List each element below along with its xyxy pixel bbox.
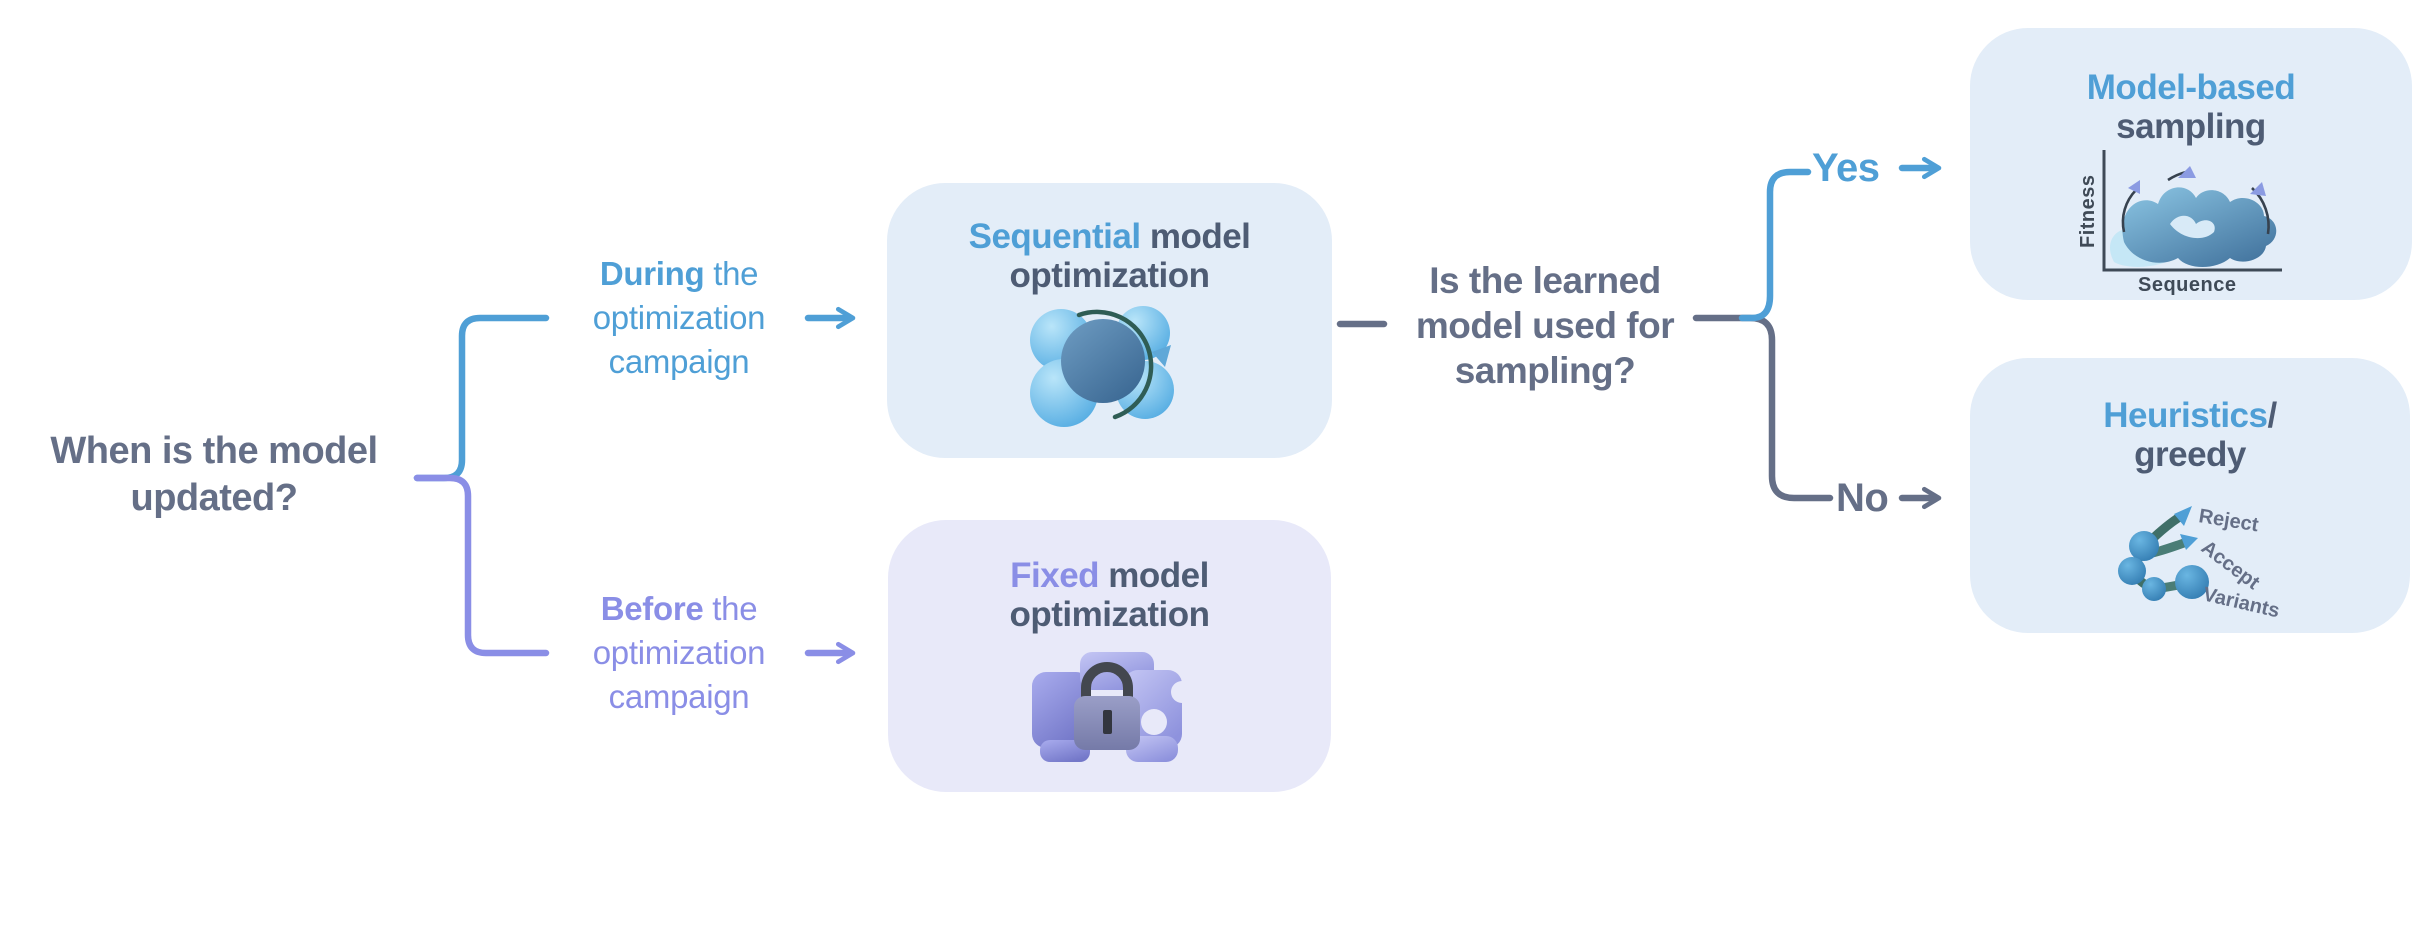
sequential-title: Sequential model optimization	[887, 217, 1332, 295]
before-accent: Before	[600, 590, 704, 627]
heuristics-title-accent: Heuristics	[2103, 396, 2268, 435]
model-based-title: Model-based sampling	[1970, 68, 2412, 146]
before-rest: the	[703, 590, 758, 627]
variants-label: Variants	[2201, 583, 2282, 622]
decision-line1: Is the learned	[1429, 260, 1661, 301]
heuristics-title-rest: /	[2267, 396, 2278, 435]
sequential-title-accent: Sequential	[968, 217, 1141, 256]
fixed-title-accent: Fixed	[1010, 556, 1100, 595]
fitness-landscape-icon: Fitness Sequence	[2077, 150, 2282, 296]
decision-question: Is the learned model used for sampling?	[1392, 258, 1698, 393]
during-line2: optimization	[592, 299, 766, 336]
molecule-cycle-icon	[1030, 306, 1174, 427]
branch-label-during: During the optimization campaign	[546, 252, 812, 384]
fixed-title: Fixed model optimization	[888, 556, 1331, 634]
node-sequential: Sequential model optimization	[887, 183, 1332, 458]
variant-selection-icon: Reject Accept Variants	[2118, 505, 2282, 622]
before-line2: optimization	[592, 634, 766, 671]
during-accent: During	[599, 255, 705, 292]
model-based-title-line2: sampling	[2116, 107, 2266, 146]
node-fixed: Fixed model optimization	[888, 520, 1331, 792]
reject-label: Reject	[2197, 505, 2260, 536]
sequence-axis-label: Sequence	[2138, 274, 2236, 296]
fitness-axis-label: Fitness	[2077, 174, 2099, 248]
root-question-line1: When is the model	[50, 430, 378, 472]
branch-label-before: Before the optimization campaign	[546, 587, 812, 719]
branch-line-during	[413, 314, 550, 482]
fixed-title-rest: model	[1099, 556, 1209, 595]
root-question-line2: updated?	[130, 477, 298, 519]
branch-line-no	[1692, 314, 1834, 502]
yes-label: Yes	[1812, 146, 1880, 190]
root-question: When is the model updated?	[8, 428, 420, 522]
lock-puzzle-icon	[1032, 652, 1192, 762]
before-line3: campaign	[608, 678, 750, 715]
heuristics-title: Heuristics/ greedy	[1970, 396, 2410, 474]
node-model-based: Model-based sampling Fitness Sequence	[1970, 28, 2412, 300]
sequential-title-line2: optimization	[1009, 256, 1210, 295]
decision-line3: sampling?	[1454, 350, 1636, 391]
during-rest: the	[704, 255, 759, 292]
during-line3: campaign	[608, 343, 750, 380]
branch-line-yes	[1738, 168, 1812, 322]
fixed-title-line2: optimization	[1009, 595, 1210, 634]
decision-line2: model used for	[1415, 305, 1675, 346]
model-based-title-accent: Model-based	[2086, 68, 2296, 107]
heuristics-title-line2: greedy	[2134, 435, 2246, 474]
node-heuristics: Heuristics/ greedy Reject Accept Varian	[1970, 358, 2410, 633]
no-label: No	[1836, 476, 1889, 520]
branch-line-before	[413, 474, 550, 657]
sequential-title-rest: model	[1140, 217, 1251, 256]
